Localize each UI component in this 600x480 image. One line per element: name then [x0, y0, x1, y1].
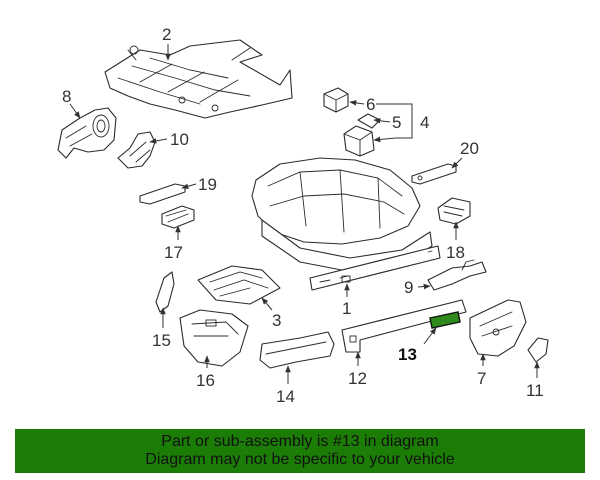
part-3-tray: [197, 265, 281, 305]
callout-7: 7: [477, 369, 486, 388]
banner-line-1: Part or sub-assembly is #13 in diagram: [161, 433, 439, 450]
callout-1: 1: [342, 299, 351, 318]
part-6-component: [323, 87, 349, 113]
callout-13: 13: [398, 345, 417, 364]
callout-11: 11: [526, 381, 544, 400]
callout-labels: 2 8 10 6 5 4 20 19 17 18 1 9 3 15 16 14 …: [62, 25, 544, 406]
part-18-cover: [437, 197, 471, 225]
part-19-lever: [139, 183, 186, 205]
leader-lines: [69, 44, 540, 384]
banner-line-2: Diagram may not be specific to your vehi…: [145, 451, 455, 468]
part-13-highlighted: [429, 311, 461, 329]
part-1-seat-frame: [251, 157, 441, 291]
part-12-bracket-bar: [341, 299, 467, 353]
callout-18: 18: [446, 243, 465, 262]
parts-diagram: 2 8 10 6 5 4 20 19 17 18 1 9 3 15 16 14 …: [57, 25, 549, 406]
callout-10: 10: [170, 130, 189, 149]
callout-20: 20: [460, 139, 479, 158]
part-9-cable: [427, 259, 487, 291]
callout-14: 14: [276, 387, 295, 406]
part-2-seat-track: [104, 39, 293, 119]
callout-3: 3: [272, 311, 281, 330]
part-15-clip: [155, 271, 175, 313]
callout-6: 6: [366, 95, 375, 114]
part-17-switch: [161, 205, 195, 229]
part-16-shield: [179, 309, 249, 367]
callout-17: 17: [164, 243, 183, 262]
part-10-bracket: [117, 131, 156, 169]
part-8-motor: [57, 107, 117, 159]
info-banner: Part or sub-assembly is #13 in diagram D…: [15, 429, 585, 473]
part-7-side-shell: [469, 299, 527, 357]
callout-19: 19: [198, 175, 217, 194]
callout-15: 15: [152, 331, 171, 350]
part-20-trim: [411, 163, 457, 185]
callout-16: 16: [196, 371, 215, 390]
part-14-trim-panel: [259, 331, 335, 369]
callout-8: 8: [62, 87, 71, 106]
callout-12: 12: [348, 369, 367, 388]
part-11-knob: [527, 337, 549, 363]
callout-4: 4: [420, 113, 429, 132]
callout-5: 5: [392, 113, 401, 132]
callout-2: 2: [162, 25, 171, 44]
part-4-module: [343, 125, 375, 157]
part-5-clip: [357, 113, 381, 129]
callout-9: 9: [404, 278, 413, 297]
